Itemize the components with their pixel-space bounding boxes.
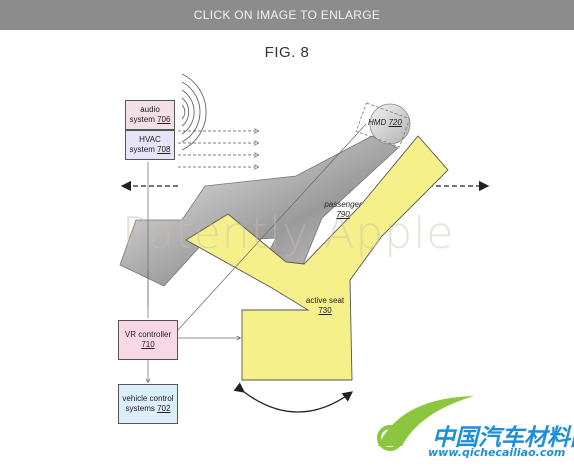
audio-label: audio [140, 105, 160, 114]
watermark: Patently Apple [122, 208, 455, 259]
passenger-label: passenger 790 [324, 200, 362, 219]
vehicle-control-box: vehicle control systems 702 [118, 384, 178, 424]
hvac-system-box: HVAC system 708 [125, 130, 175, 160]
figure-diagram[interactable] [0, 30, 574, 466]
logo-swoosh-icon [377, 396, 474, 451]
passenger-head [369, 103, 411, 145]
signal-lines [148, 123, 367, 382]
figure-title: FIG. 8 [264, 44, 310, 61]
hvac-line2: system 708 [129, 145, 171, 154]
output-arrows [178, 131, 258, 167]
logo-text: 中国汽车材料网 [432, 425, 574, 451]
active-seat [185, 135, 449, 381]
hmd-label: HMD 720 [368, 118, 402, 127]
enlarge-label: CLICK ON IMAGE TO ENLARGE [193, 8, 381, 22]
hvac-label: HVAC [139, 135, 161, 144]
enlarge-banner[interactable]: CLICK ON IMAGE TO ENLARGE [0, 0, 574, 30]
active-seat-label: active seat 730 [305, 296, 345, 315]
vr-ref: 710 [141, 340, 155, 349]
logo-url[interactable]: www.qichecailiao.com [428, 446, 566, 459]
sound-waves-icon [181, 73, 207, 151]
vehicle-label: vehicle control [122, 394, 174, 403]
rotation-arrow [233, 382, 354, 413]
audio-line2: system 706 [129, 115, 171, 124]
vehicle-line2: systems 702 [125, 404, 171, 413]
vr-controller-box: VR controller 710 [118, 320, 178, 360]
audio-system-box: audio system 706 [125, 100, 175, 130]
vr-label: VR controller [124, 330, 172, 339]
hmd-outline [355, 102, 411, 148]
